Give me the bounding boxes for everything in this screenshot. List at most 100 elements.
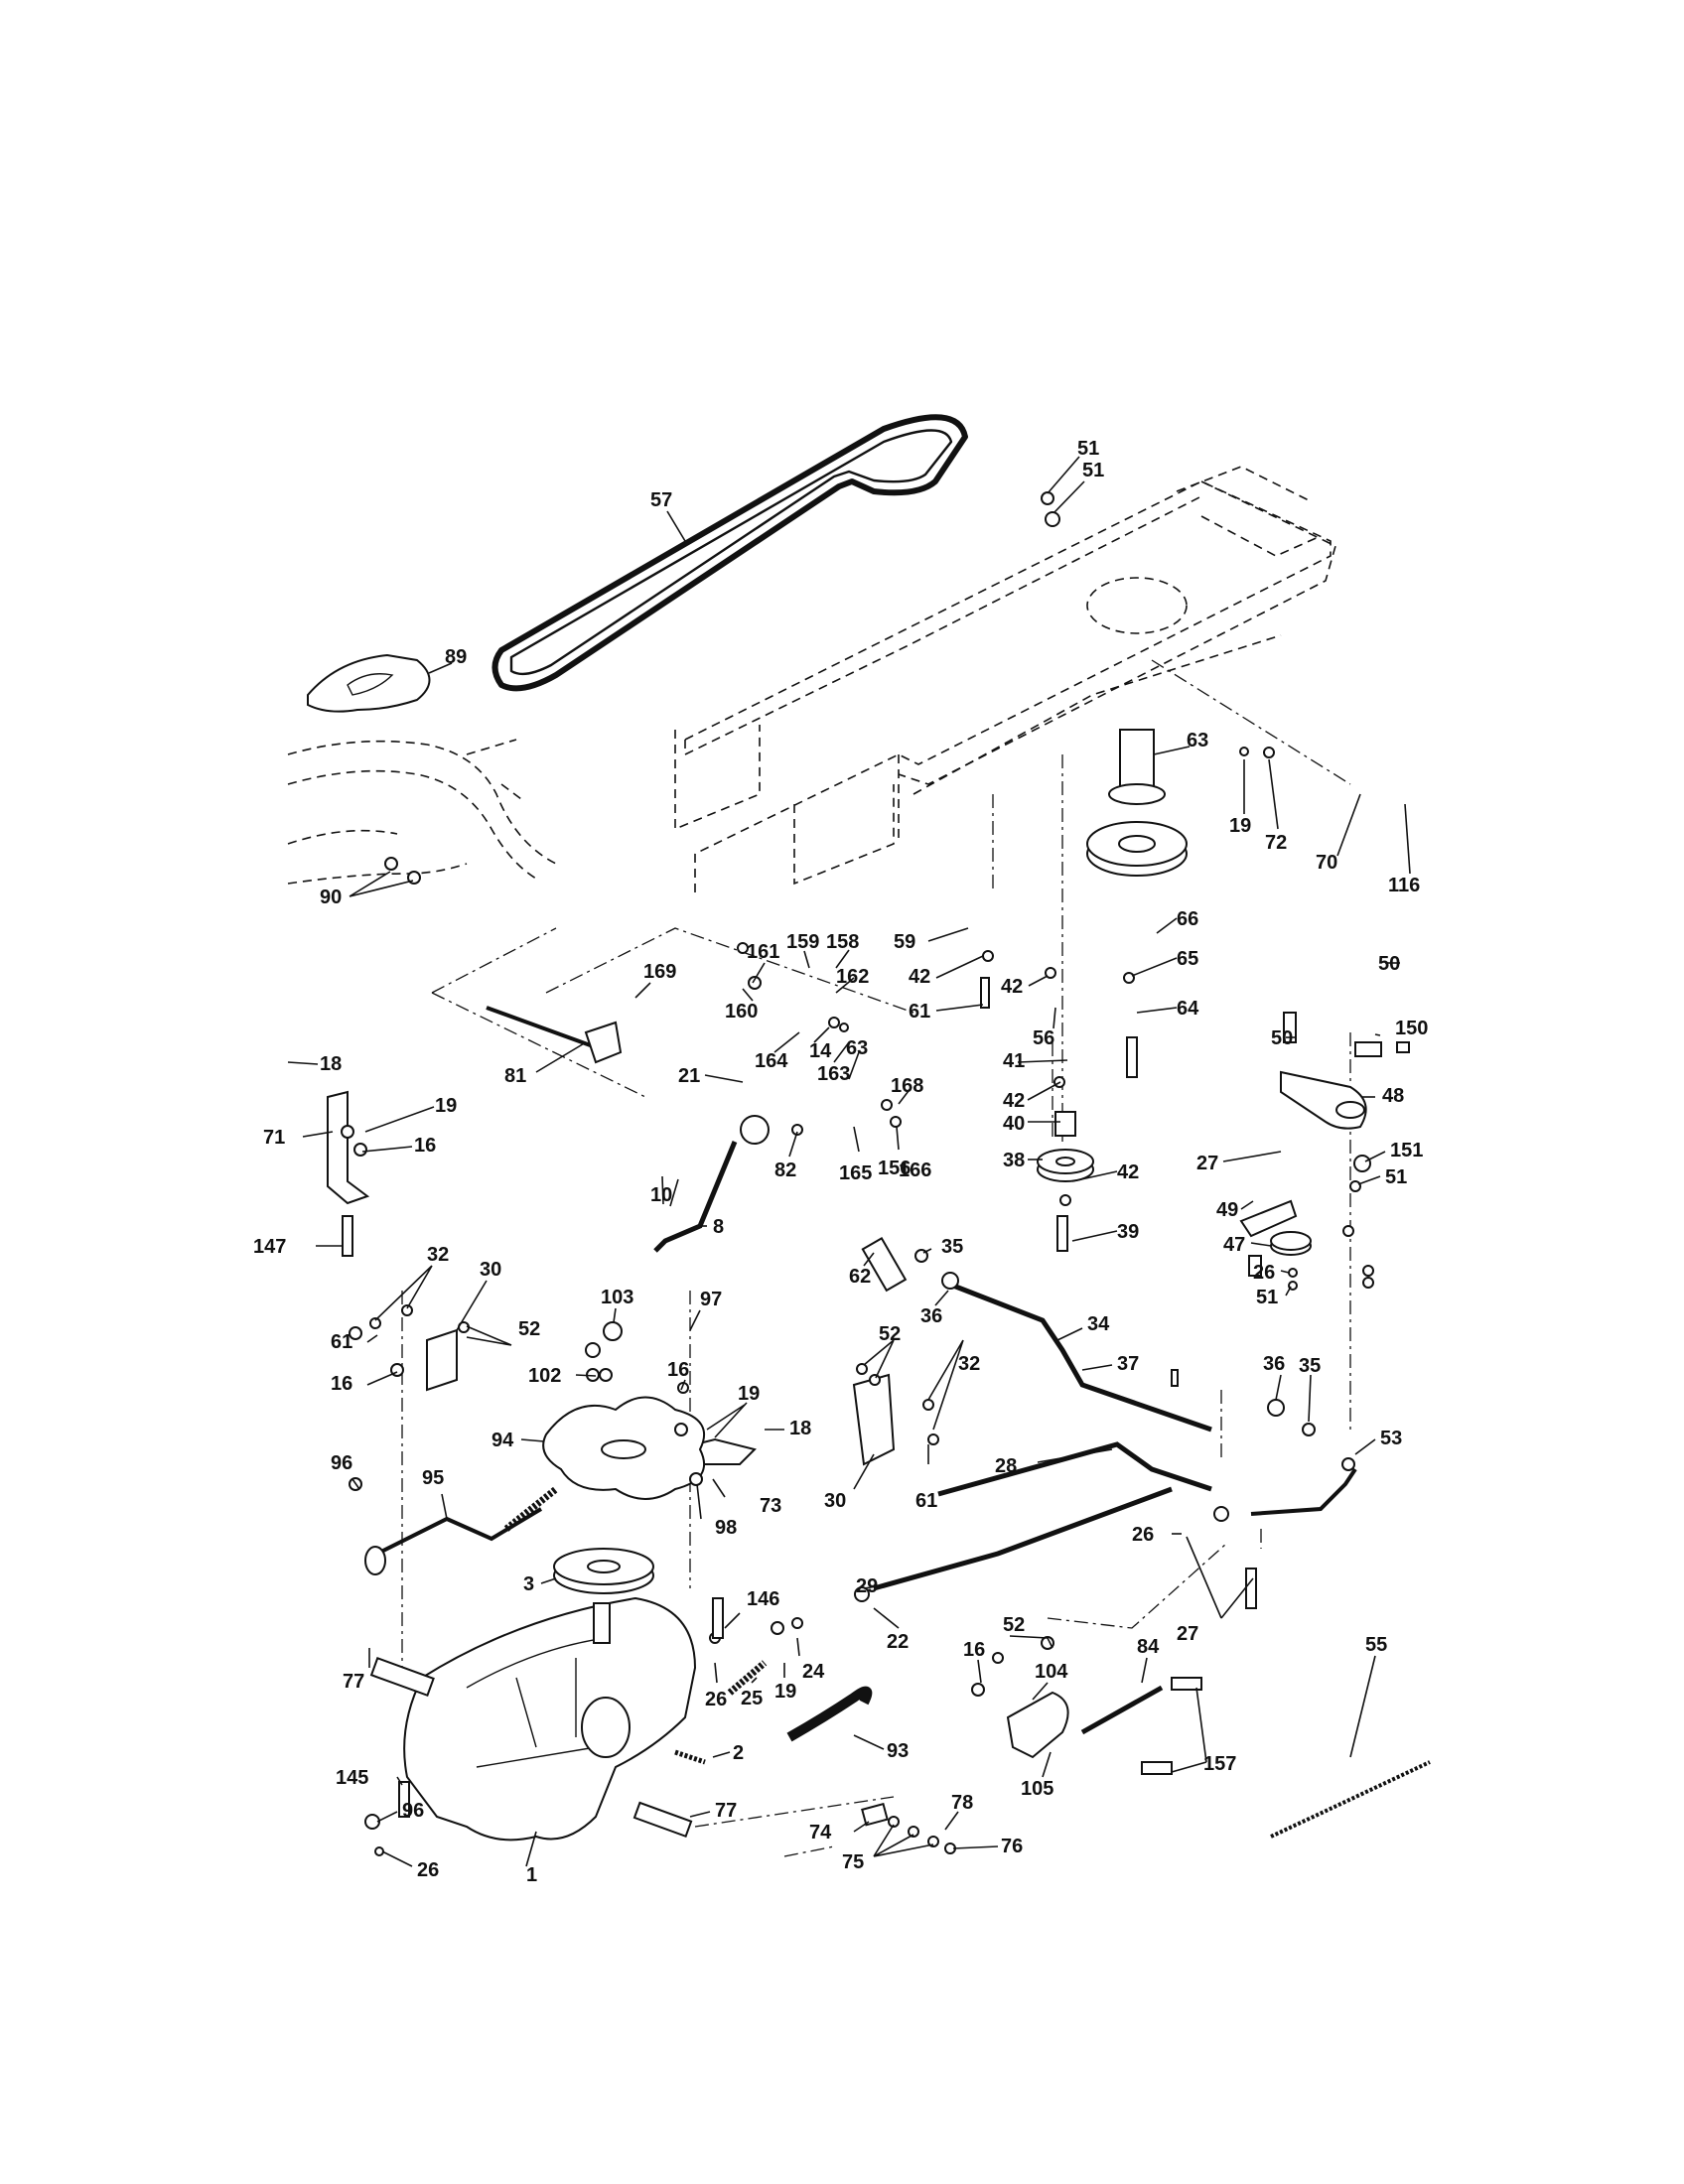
part-label-39: 39 [1117, 1221, 1139, 1243]
part-label-96b: 96 [402, 1800, 424, 1822]
part-label-104: 104 [1035, 1661, 1068, 1683]
pulley-drawings [1037, 729, 1312, 1256]
idler-arm-drawing [1239, 1041, 1382, 1238]
part-label-156: 156 [878, 1158, 911, 1179]
part-label-50a: 50 [1378, 953, 1400, 975]
part-label-169: 169 [643, 961, 676, 983]
part-label-1: 1 [526, 1864, 537, 1886]
part-label-116: 116 [1388, 875, 1420, 896]
part-label-168: 168 [891, 1075, 923, 1097]
part-label-19b: 19 [435, 1095, 457, 1117]
chassis-frame-drawing [674, 466, 1336, 893]
part-label-16d: 16 [963, 1639, 985, 1661]
part-label-26a: 26 [1253, 1262, 1275, 1284]
part-label-26b: 26 [1132, 1524, 1154, 1546]
part-label-51c: 51 [1385, 1166, 1407, 1188]
part-label-147: 147 [253, 1236, 286, 1258]
part-label-21: 21 [678, 1065, 700, 1087]
part-label-51b: 51 [1082, 460, 1104, 481]
part-label-41: 41 [1003, 1050, 1025, 1072]
part-label-51a: 51 [1077, 438, 1099, 460]
part-label-73: 73 [760, 1495, 781, 1517]
alignment-lines [401, 659, 1351, 1857]
part-label-97: 97 [700, 1289, 722, 1310]
part-label-77a: 77 [343, 1671, 364, 1693]
part-label-36b: 36 [1263, 1353, 1285, 1375]
part-label-71: 71 [263, 1127, 285, 1149]
leader-lines [287, 456, 1411, 1867]
part-label-96a: 96 [331, 1452, 352, 1474]
part-label-61c: 61 [915, 1490, 937, 1512]
part-label-40: 40 [1003, 1113, 1025, 1135]
part-label-90: 90 [320, 887, 342, 908]
part-label-59: 59 [894, 931, 915, 953]
part-label-81: 81 [504, 1065, 526, 1087]
part-label-146: 146 [747, 1588, 779, 1610]
part-label-10: 10 [650, 1184, 672, 1206]
part-label-74: 74 [809, 1822, 832, 1843]
part-label-16c: 16 [667, 1359, 689, 1381]
part-label-145: 145 [336, 1767, 368, 1789]
part-label-37: 37 [1117, 1353, 1139, 1375]
part-label-150: 150 [1395, 1018, 1428, 1039]
part-label-52a: 52 [518, 1318, 540, 1340]
part-label-102: 102 [528, 1365, 561, 1387]
transaxle-drawing [369, 1596, 697, 1842]
part-label-57: 57 [650, 489, 672, 511]
part-label-163: 163 [817, 1063, 850, 1085]
part-label-158: 158 [826, 931, 859, 953]
part-label-24: 24 [802, 1661, 825, 1683]
part-label-32b: 32 [958, 1353, 980, 1375]
part-label-16a: 16 [414, 1135, 436, 1157]
part-label-19a: 19 [1229, 815, 1251, 837]
linkage-rods [861, 1236, 1357, 1591]
part-label-49: 49 [1216, 1199, 1238, 1221]
part-label-2: 2 [733, 1742, 744, 1764]
brake-rod-drawing [486, 1006, 770, 1253]
part-label-27b: 27 [1177, 1623, 1198, 1645]
fan-drawing [542, 1396, 705, 1594]
part-label-63a: 63 [1187, 730, 1208, 751]
fender-drawing [287, 739, 557, 885]
springs-drawing [364, 1486, 1431, 1839]
drive-belt-drawing [491, 414, 968, 692]
hardware-drawings [341, 491, 1410, 1856]
part-label-22: 22 [887, 1631, 909, 1653]
part-label-95: 95 [422, 1467, 444, 1489]
part-label-72: 72 [1265, 832, 1287, 854]
part-label-166: 166 [899, 1160, 931, 1181]
part-label-8: 8 [713, 1216, 724, 1238]
part-label-52b: 52 [879, 1323, 901, 1345]
part-label-27a: 27 [1196, 1153, 1218, 1174]
part-label-98: 98 [715, 1517, 737, 1539]
part-label-34: 34 [1087, 1313, 1110, 1335]
part-label-164: 164 [755, 1050, 788, 1072]
part-label-26d: 26 [417, 1859, 439, 1881]
part-label-14: 14 [809, 1040, 832, 1062]
part-label-103: 103 [601, 1287, 633, 1308]
part-label-162: 162 [836, 966, 869, 988]
part-label-161: 161 [747, 941, 779, 963]
part-label-78: 78 [951, 1792, 973, 1814]
part-label-56: 56 [1033, 1027, 1054, 1049]
part-label-48: 48 [1382, 1085, 1404, 1107]
part-label-159: 159 [786, 931, 819, 953]
brake-arm-drawing [861, 1677, 1202, 1827]
part-label-84: 84 [1137, 1636, 1160, 1658]
part-label-157: 157 [1203, 1753, 1236, 1775]
part-label-165: 165 [839, 1162, 872, 1184]
part-label-26c: 26 [705, 1689, 727, 1710]
part-label-89: 89 [445, 646, 467, 668]
seat-bracket-drawing [307, 653, 431, 713]
part-label-70: 70 [1316, 852, 1337, 874]
part-label-77b: 77 [715, 1800, 737, 1822]
part-label-65: 65 [1177, 948, 1198, 970]
part-label-93: 93 [887, 1740, 909, 1762]
part-label-25: 25 [741, 1688, 763, 1709]
part-label-28: 28 [995, 1455, 1017, 1477]
part-label-62: 62 [849, 1266, 871, 1288]
part-label-64: 64 [1177, 998, 1199, 1020]
part-label-66: 66 [1177, 908, 1198, 930]
part-label-32a: 32 [427, 1244, 449, 1266]
